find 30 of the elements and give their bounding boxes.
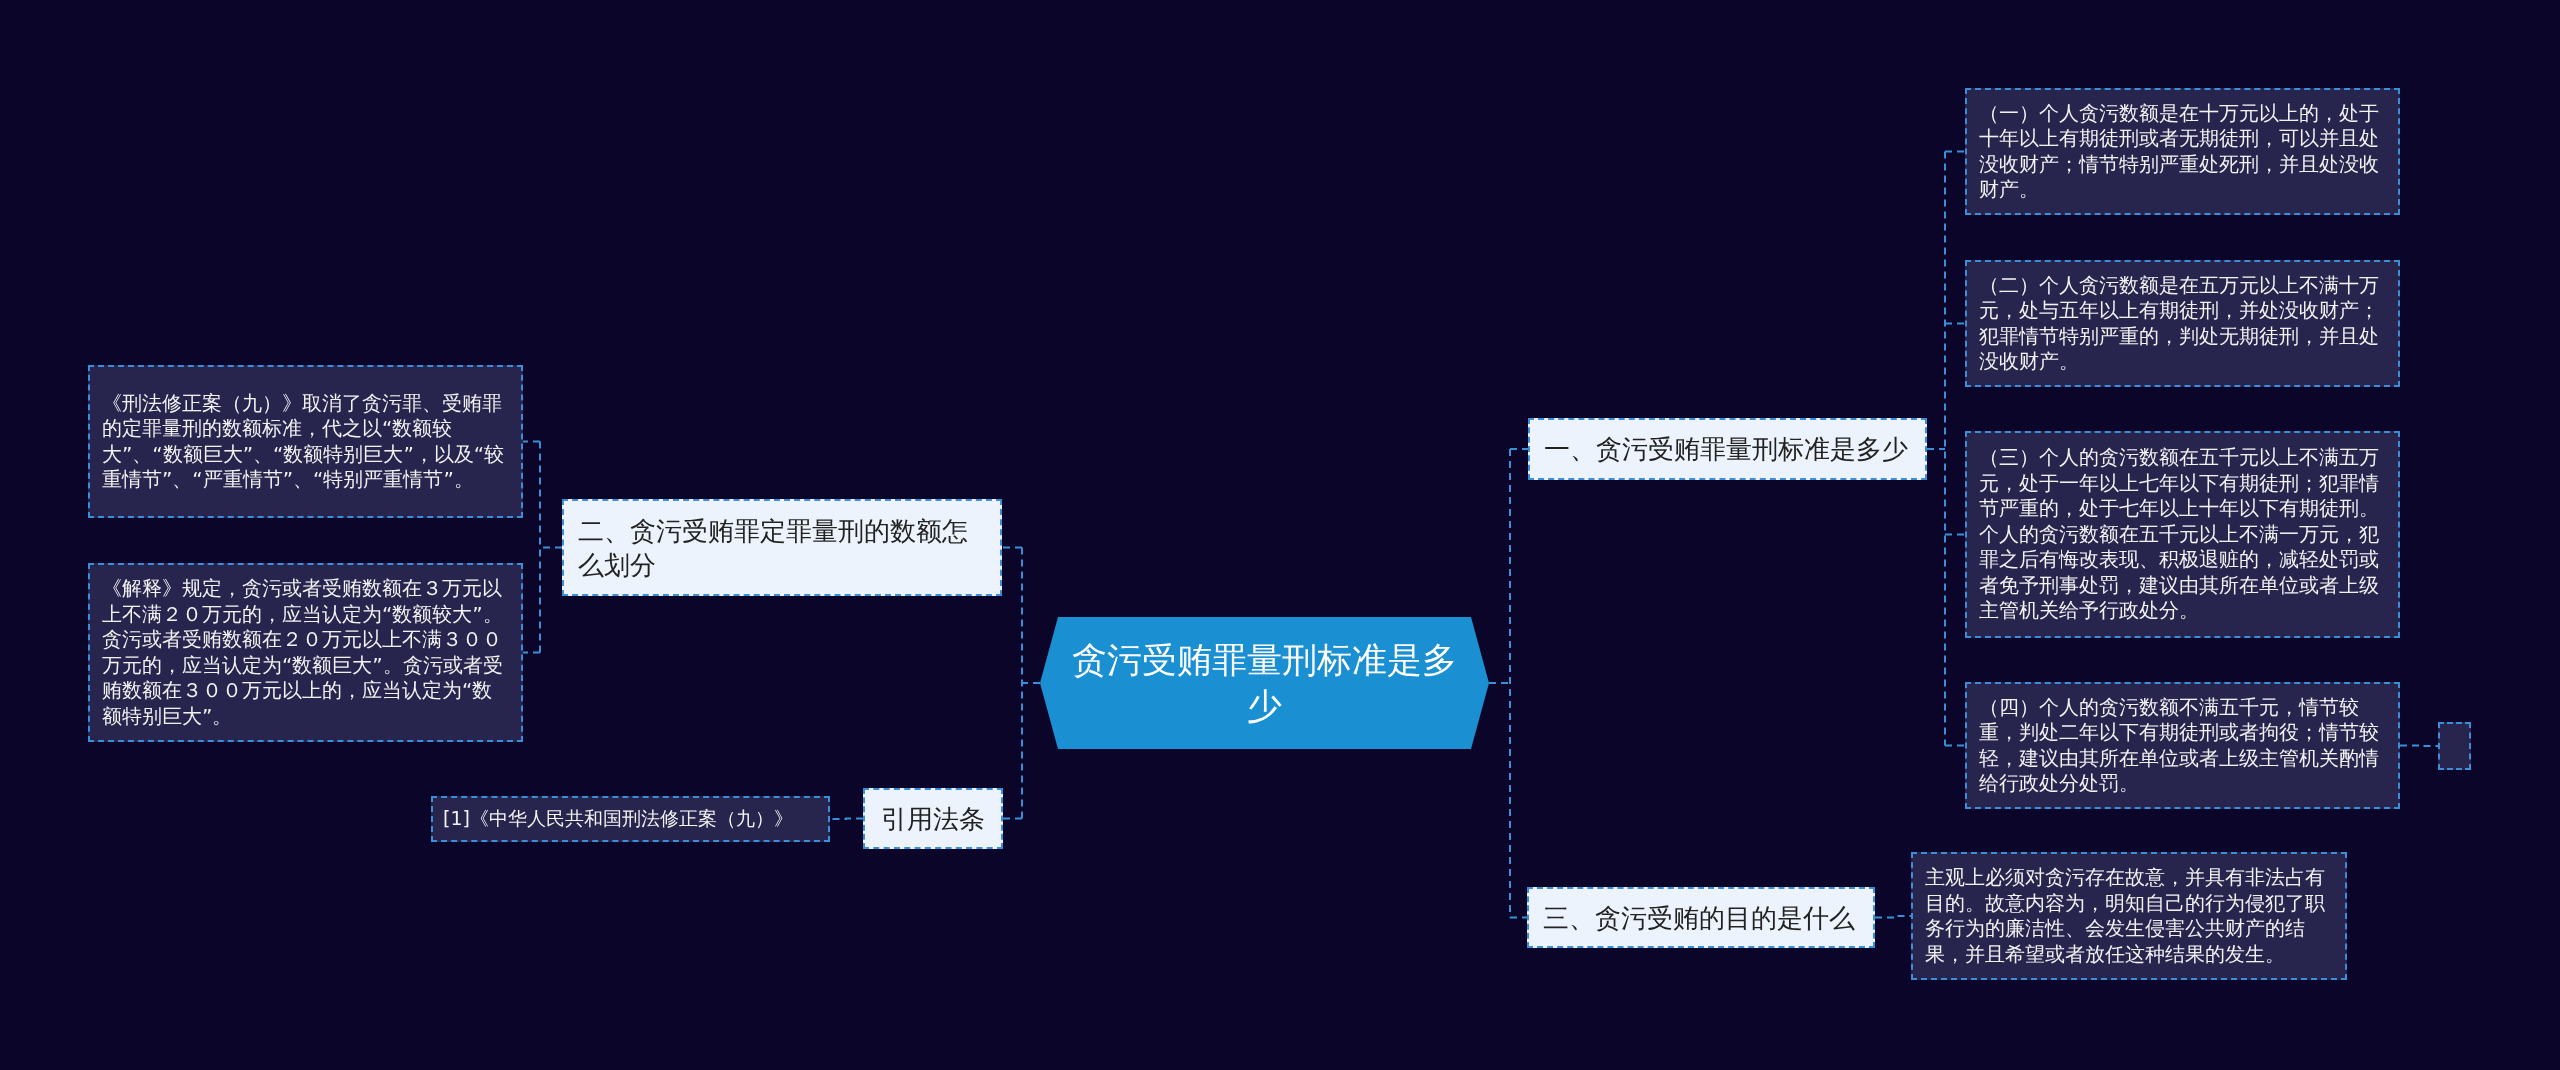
branch-topic: 三、贪污受贿的目的是什么	[1527, 887, 1875, 948]
connector	[1001, 546, 1023, 549]
detail-note: （二）个人贪污数额是在五万元以上不满十万元，处与五年以上有期徒刑，并处没收财产；犯罪情节特别严重的，判处无期徒刑，并且处没收财产。	[1965, 260, 2400, 387]
central-topic: 贪污受贿罪量刑标准是多少	[1040, 617, 1489, 749]
connector	[1944, 322, 1966, 325]
connector	[1488, 448, 1511, 919]
detail-note: （四）个人的贪污数额不满五千元，情节较重，判处二年以下有期徒刑或者拘役；情节较轻，建议由其所在单位或者上级主管机关酌情给行政处分处罚。	[1965, 682, 2400, 809]
detail-note: 主观上必须对贪污存在故意，并具有非法占有目的。故意内容为，明知自己的行为侵犯了职务行为的廉洁性、会发生侵害公共财产的结果，并且希望或者放任这种结果的发生。	[1911, 852, 2347, 980]
citation-note: [1]《中华人民共和国刑法修正案（九）》	[431, 796, 830, 842]
connector	[1944, 150, 1966, 153]
empty-node	[2438, 722, 2471, 770]
connector	[1944, 744, 1966, 747]
connector	[1944, 533, 1966, 536]
connector	[1926, 150, 1946, 747]
connector	[1002, 817, 1023, 820]
detail-note: 《解释》规定，贪污或者受贿数额在３万元以上不满２０万元的，应当认定为“数额较大”。贪污或者受贿数额在２０万元以上不满３００万元的，应当认定为“数额巨大”。贪污或者受贿数额在３００万元以上的，应当认定为“数额特别巨大”。	[88, 563, 523, 742]
connector	[522, 440, 541, 443]
connector	[1509, 448, 1529, 450]
connector	[1874, 915, 1912, 919]
branch-topic: 一、贪污受贿罪量刑标准是多少	[1528, 418, 1927, 480]
connector	[1509, 916, 1528, 919]
detail-note: （一）个人贪污数额是在十万元以上的，处于十年以上有期徒刑或者无期徒刑，可以并且处没收财产；情节特别严重处死刑，并且处没收财产。	[1965, 88, 2400, 215]
connector	[539, 440, 563, 654]
detail-note: （三）个人的贪污数额在五千元以上不满五万元，处于一年以上七年以下有期徒刑；犯罪情节严重的，处于七年以上十年以下有期徒刑。个人的贪污数额在五千元以上不满一万元，犯罪之后有悔改表现、积极退赃的，减轻处罚或者免予刑事处罚，建议由其所在单位或者上级主管机关给予行政处分。	[1965, 431, 2400, 638]
connector	[2399, 744, 2439, 747]
connector	[522, 651, 541, 654]
branch-topic: 二、贪污受贿罪定罪量刑的数额怎么划分	[562, 499, 1002, 596]
branch-topic: 引用法条	[863, 788, 1003, 849]
detail-note: 《刑法修正案（九）》取消了贪污罪、受贿罪的定罪量刑的数额标准，代之以“数额较大”、“数额巨大”、“数额特别巨大”，以及“较重情节”、“严重情节”、“特别严重情节”。	[88, 365, 523, 518]
connector	[1021, 546, 1041, 820]
